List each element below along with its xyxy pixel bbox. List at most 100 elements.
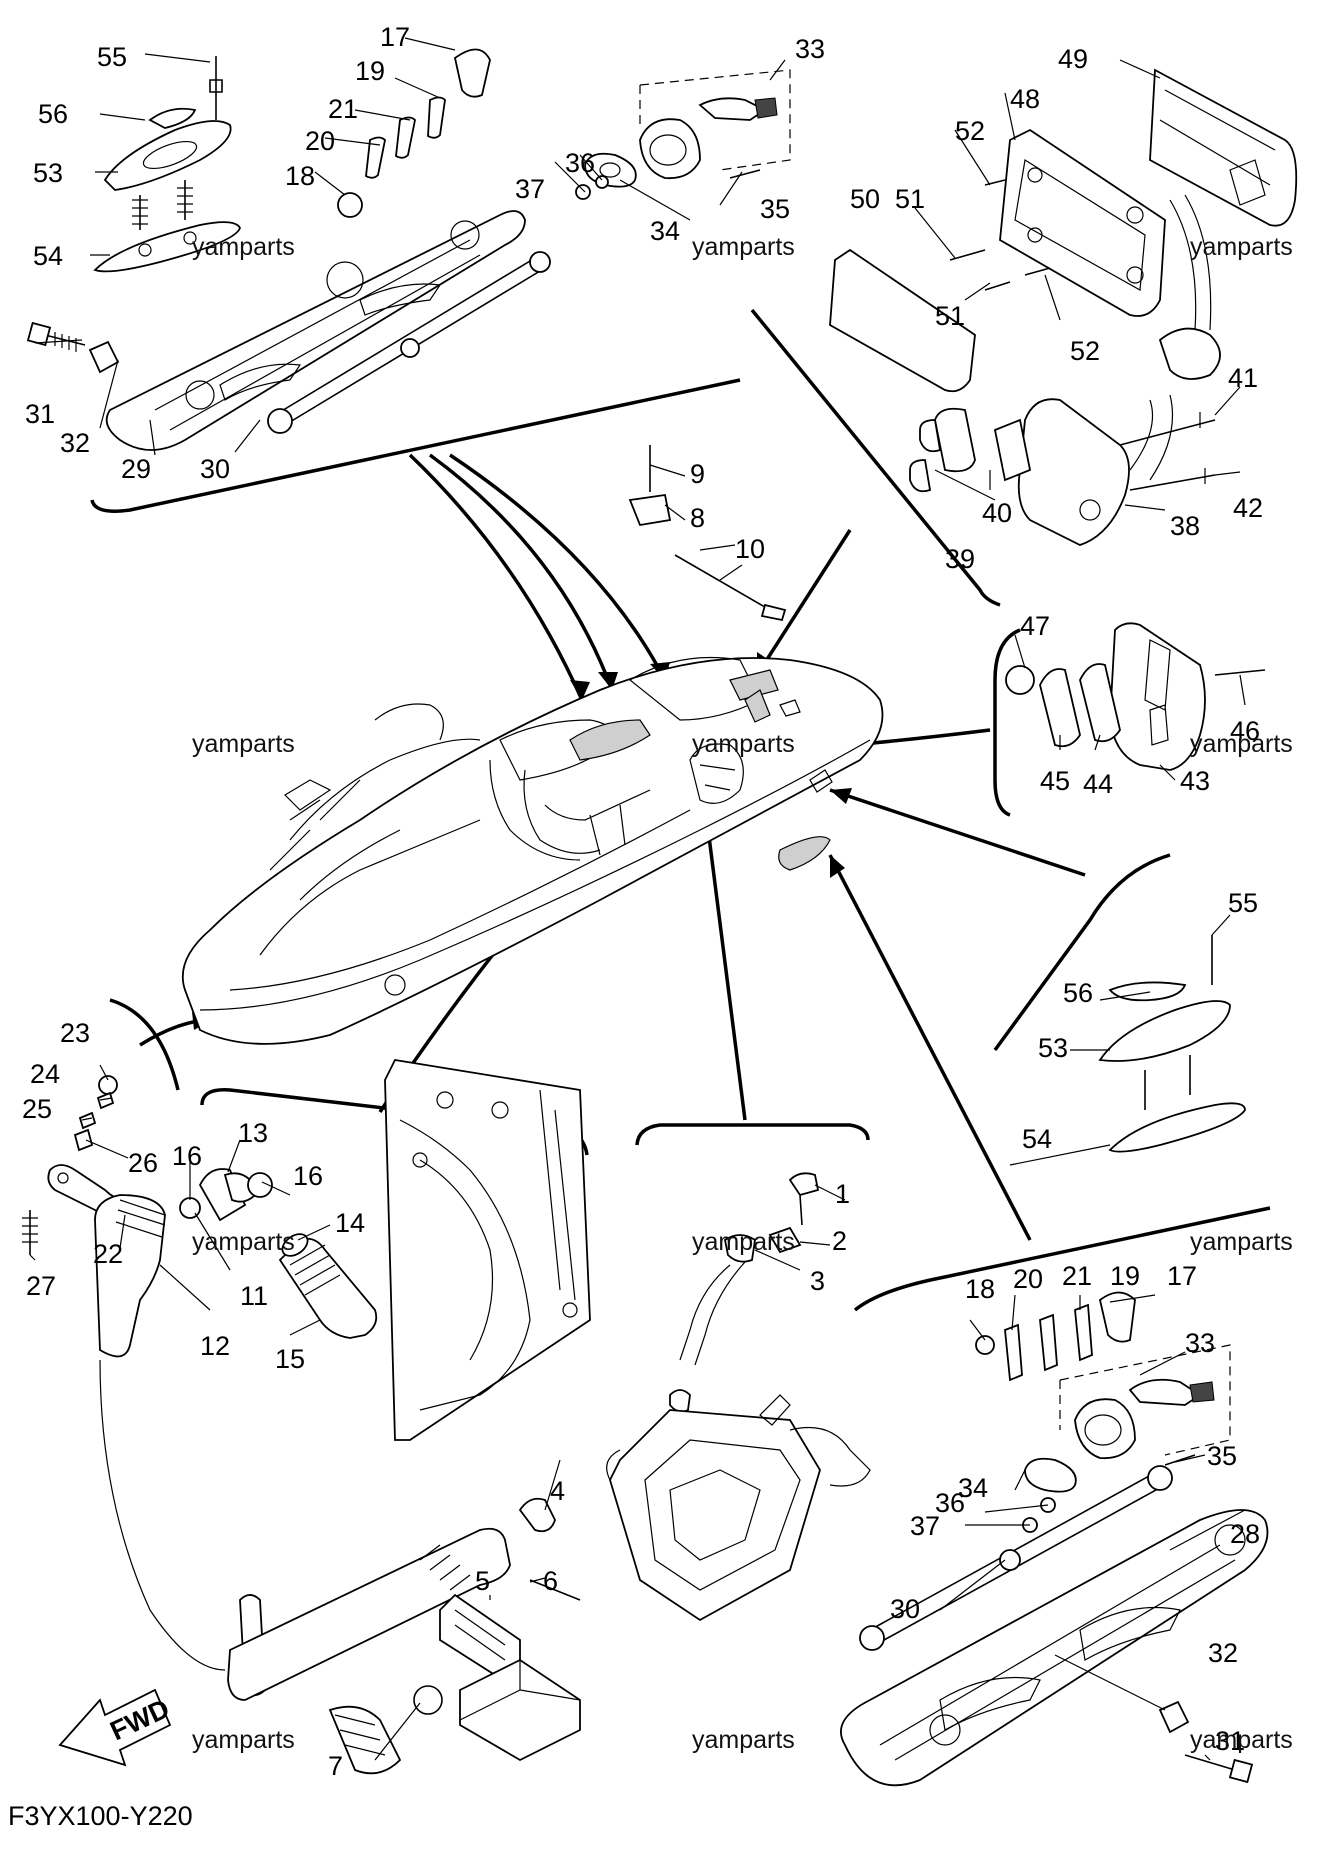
callout-21-a: 21 (328, 94, 358, 124)
watermark-10: yamparts (192, 1726, 295, 1754)
watermark-5: yamparts (692, 730, 795, 758)
link-plates (365, 96, 446, 179)
callout-33-a: 33 (795, 34, 825, 64)
bolt-26 (73, 1128, 94, 1152)
callout-32-b: 32 (1208, 1638, 1238, 1668)
nut-18 (337, 192, 363, 218)
watermark-11: yamparts (692, 1726, 795, 1754)
watermark-2: yamparts (692, 233, 795, 261)
callout-47: 47 (1020, 611, 1050, 641)
callout-56-b: 56 (1063, 978, 1093, 1008)
nut-23 (98, 1075, 118, 1095)
callout-16-b: 16 (293, 1161, 323, 1191)
callout-14: 14 (335, 1208, 365, 1238)
collar-32 (88, 340, 120, 374)
plate-45 (1039, 668, 1081, 748)
callout-40: 40 (982, 498, 1012, 528)
callout-2: 2 (832, 1226, 847, 1256)
mount-plate (384, 1059, 591, 1441)
bottom-left-parts (22, 1059, 591, 1775)
watermark-4: yamparts (192, 730, 295, 758)
washer-24 (96, 1091, 115, 1110)
callout-17-b: 17 (1167, 1261, 1197, 1291)
callout-53-b: 53 (1038, 1033, 1068, 1063)
callout-51-a: 51 (895, 184, 925, 214)
screw-35 (729, 169, 761, 179)
callout-29: 29 (121, 454, 151, 484)
watermark-7: yamparts (192, 1228, 295, 1256)
callout-leaders (29, 37, 1246, 1761)
callout-5: 5 (475, 1566, 490, 1596)
gasket-54 (93, 221, 241, 273)
handle-rail-28 (840, 1509, 1269, 1787)
callout-1: 1 (835, 1179, 850, 1209)
callout-10: 10 (735, 534, 765, 564)
cleat-top-right (1108, 981, 1187, 1002)
bolt-31b (1184, 1754, 1236, 1771)
watermark-8: yamparts (692, 1228, 795, 1256)
bottom-right-parts (840, 1291, 1269, 1787)
callout-31-b: 31 (1215, 1726, 1245, 1756)
pipe-joint (1158, 327, 1221, 380)
callout-30-a: 30 (200, 454, 230, 484)
drain-plug-33 (698, 97, 767, 121)
callout-7: 7 (328, 1751, 343, 1781)
callout-13: 13 (238, 1118, 268, 1148)
callout-20-a: 20 (305, 126, 335, 156)
bolt-46 (1214, 669, 1266, 676)
pin-6 (529, 1579, 581, 1601)
callout-26: 26 (128, 1148, 158, 1178)
callout-46: 46 (1230, 716, 1260, 746)
callout-20-b: 20 (1013, 1264, 1043, 1294)
collar-32b (1158, 1700, 1190, 1734)
u-bolt-17 (453, 48, 491, 98)
leader-arrow-8 (703, 804, 747, 1121)
callout-22: 22 (93, 1239, 123, 1269)
hose-12 (94, 1194, 166, 1358)
pad-50 (829, 248, 976, 393)
handle-rail (105, 210, 526, 451)
watermarks: yamparts yamparts yamparts yamparts yamp… (192, 233, 1293, 1754)
callout-50: 50 (850, 184, 880, 214)
callout-53-a: 53 (33, 158, 63, 188)
callout-55-a: 55 (97, 42, 127, 72)
callout-43: 43 (1180, 766, 1210, 796)
fwd-arrow: FWD (58, 1688, 174, 1767)
callout-41: 41 (1228, 363, 1258, 393)
watermark-12: yamparts (1190, 1726, 1293, 1754)
rail-rod-30 (869, 1469, 1161, 1631)
bottom-right-group-border (853, 1206, 1271, 1312)
cover-49 (1149, 68, 1298, 227)
gasket-right (1108, 1102, 1246, 1153)
callout-19-b: 19 (1110, 1261, 1140, 1291)
washer-36 (595, 175, 609, 189)
leader-arrow-6 (829, 788, 1086, 877)
leader-arrow-2 (428, 453, 614, 691)
callout-35-b: 35 (1207, 1441, 1237, 1471)
callout-44: 44 (1083, 769, 1113, 799)
left-bracket-group-border (109, 998, 180, 1091)
callout-51-b: 51 (935, 301, 965, 331)
callout-37-a: 37 (515, 174, 545, 204)
callout-42: 42 (1233, 493, 1263, 523)
leader-arrow-1 (408, 453, 584, 701)
hose-main (227, 1527, 511, 1701)
callout-54-a: 54 (33, 241, 63, 271)
callout-34-b: 34 (958, 1473, 988, 1503)
clip-8 (628, 493, 672, 527)
callout-17-a: 17 (380, 22, 410, 52)
bolt-1 (788, 1172, 820, 1197)
bolt-31 (44, 334, 86, 346)
washer-25 (78, 1111, 97, 1130)
damper-38 (1017, 398, 1130, 546)
section-borders (90, 308, 1271, 1312)
right-cleat-parts (1098, 935, 1246, 1153)
callout-numbers: 55 56 53 54 31 32 29 30 17 19 21 20 18 3… (22, 22, 1263, 1781)
callout-27: 27 (26, 1271, 56, 1301)
callout-54-b: 54 (1022, 1124, 1052, 1154)
watercraft-hull (181, 656, 884, 1045)
callout-37-b: 37 (910, 1511, 940, 1541)
leader-arrow-3 (449, 453, 667, 681)
hose-end-14 (281, 1233, 309, 1257)
right-bracket-parts (1005, 622, 1266, 771)
